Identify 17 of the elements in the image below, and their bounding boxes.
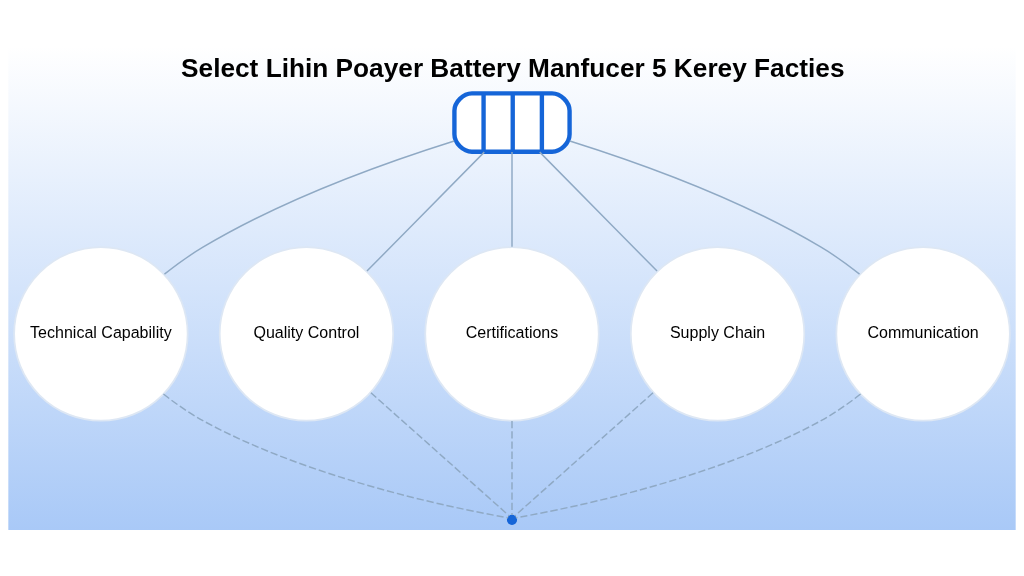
node-circle: Technical Capability <box>13 246 189 422</box>
connector <box>539 151 658 272</box>
connector <box>162 393 509 519</box>
diagram-title: Select Lihin Poayer Battery Manfucer 5 Kerey Facties <box>181 53 845 84</box>
connector <box>163 140 455 275</box>
connector <box>569 140 861 275</box>
node-circle: Quality Control <box>218 246 395 422</box>
connector <box>514 392 654 517</box>
connector <box>515 393 862 519</box>
node-circle: Supply Chain <box>629 246 806 422</box>
node-circle: Certifications <box>424 246 600 422</box>
node-circle: Communication <box>835 246 1011 422</box>
connector <box>511 420 513 516</box>
node-circle <box>506 514 518 525</box>
connector <box>370 392 510 517</box>
connector <box>366 151 485 272</box>
connector <box>511 151 513 248</box>
